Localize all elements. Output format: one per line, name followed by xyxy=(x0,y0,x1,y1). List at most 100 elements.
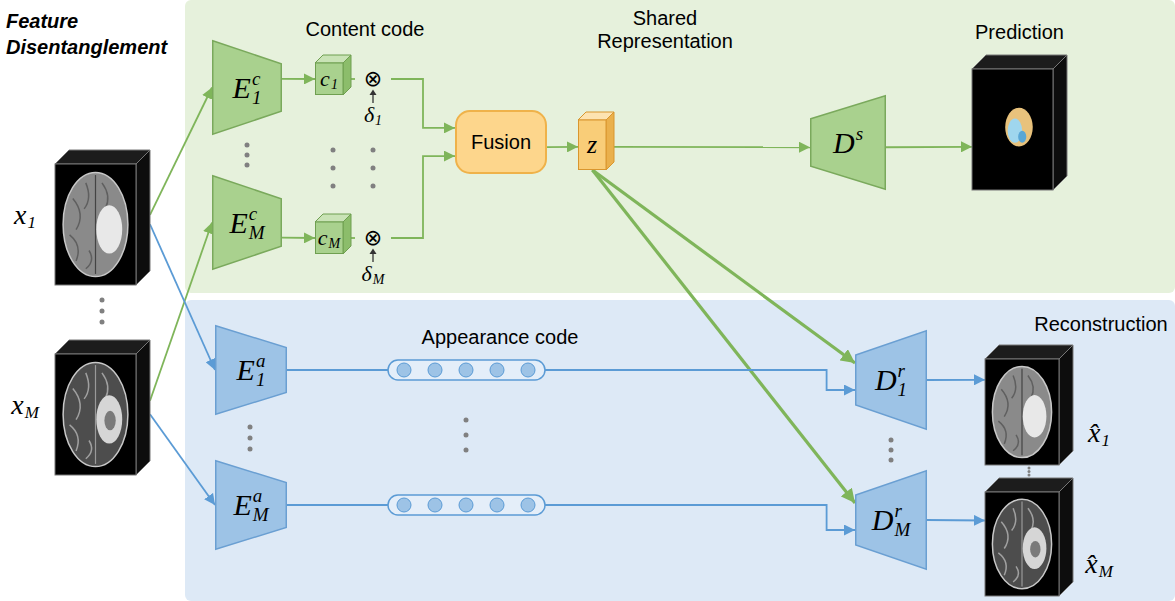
cube-front xyxy=(985,492,1059,596)
cube-front xyxy=(55,164,136,285)
brain-fold xyxy=(1012,376,1016,399)
subscript: M xyxy=(249,223,265,242)
content-code: c1 xyxy=(315,55,351,95)
text-slot: cM xyxy=(315,222,343,254)
brain-fold xyxy=(1013,566,1018,582)
script-stack: 1 xyxy=(1101,432,1110,449)
dot xyxy=(248,425,253,430)
cube-front xyxy=(972,69,1053,190)
text-slot: Appearance code xyxy=(415,324,585,350)
math-symbol: E xyxy=(237,355,255,385)
encoder-trapezoid xyxy=(213,41,282,135)
cube-front xyxy=(316,63,344,95)
cube-side xyxy=(136,150,150,285)
brain-fold xyxy=(73,388,80,419)
script-stack: 1 xyxy=(27,214,36,231)
brain-slice xyxy=(63,172,128,276)
cube-side xyxy=(343,214,351,254)
node-label: Prediction xyxy=(975,21,1064,44)
text-slot: z xyxy=(578,120,606,170)
superscript: a xyxy=(256,351,266,370)
brain-fold xyxy=(102,183,108,209)
superscript: c xyxy=(252,69,260,88)
brain-midline xyxy=(1021,369,1022,456)
shared-code: z xyxy=(578,112,614,170)
brain-fold xyxy=(1028,508,1033,530)
text-slot: Ds xyxy=(810,95,886,190)
dot xyxy=(245,163,250,168)
text-slot: x̂M xyxy=(1077,544,1121,584)
text-slot: x1 xyxy=(3,195,47,235)
vector-cell xyxy=(459,363,473,377)
script-stack: s xyxy=(856,124,863,143)
appearance-code-vector xyxy=(388,495,545,515)
text-slot: Prediction xyxy=(952,19,1087,45)
rounded-box xyxy=(456,111,546,173)
subscript: M xyxy=(1099,563,1113,580)
content-flow-arrow xyxy=(351,237,355,239)
brain-fold xyxy=(70,235,79,261)
node-outline xyxy=(55,340,150,475)
node-label: Content code xyxy=(306,18,425,41)
reconstruction-decoder: DrM xyxy=(855,470,927,570)
vector-cell xyxy=(490,363,504,377)
brain-midline xyxy=(1021,502,1022,587)
subscript: M xyxy=(253,505,269,524)
math-symbol: δ xyxy=(362,263,372,285)
vector-cell xyxy=(459,498,473,512)
brain-fold xyxy=(86,251,92,269)
math-label: EcM xyxy=(229,204,264,242)
vector-cell xyxy=(397,363,411,377)
node-label: Reconstruction xyxy=(1034,313,1167,336)
math-symbol: z xyxy=(587,132,597,158)
superscript: s xyxy=(856,124,863,143)
content-code: cM xyxy=(315,214,351,254)
math-symbol: x̂ xyxy=(1085,550,1097,578)
superscript: a xyxy=(253,486,263,505)
tumor-region xyxy=(96,205,122,253)
panel-band xyxy=(185,0,1175,293)
text-slot: EcM xyxy=(212,175,282,270)
vector-cell xyxy=(397,498,411,512)
dot xyxy=(464,448,469,453)
dot xyxy=(1028,474,1031,477)
dot xyxy=(464,433,469,438)
tumor-region xyxy=(1023,395,1047,437)
text-slot: EaM xyxy=(215,460,287,550)
brain-fold xyxy=(70,425,79,451)
math-label: c1 xyxy=(320,66,338,93)
script-stack: rM xyxy=(894,501,910,539)
dot xyxy=(331,184,336,189)
subscript: M xyxy=(25,404,39,421)
arrow-head xyxy=(370,90,377,96)
math-symbol: D xyxy=(833,128,855,158)
math-symbol: E xyxy=(229,208,247,238)
operator-symbol: ⊗ xyxy=(364,227,382,249)
math-label: Ds xyxy=(833,124,863,160)
input-scan: x1 xyxy=(55,150,150,285)
script-stack: cM xyxy=(249,204,265,242)
text-slot: δ1 xyxy=(355,103,391,127)
math-label: cM xyxy=(318,225,340,252)
script-stack: M xyxy=(373,273,385,287)
content-flow-arrow xyxy=(282,78,315,80)
tumor-enhancing xyxy=(1018,131,1026,143)
text-slot: Fusion xyxy=(455,110,547,174)
cube-top xyxy=(985,478,1073,492)
subscript: 1 xyxy=(898,380,908,399)
encoder-trapezoid xyxy=(216,461,287,550)
encoder-trapezoid xyxy=(213,176,282,270)
cube-top xyxy=(972,55,1067,69)
text-slot: δM xyxy=(355,262,391,286)
node-label: Shared Representation xyxy=(580,7,750,53)
dot xyxy=(331,148,336,153)
subscript: 1 xyxy=(27,214,36,231)
brain-fold xyxy=(84,183,89,209)
cube-front xyxy=(579,120,607,170)
brain-fold xyxy=(1012,508,1016,530)
text-slot: Dr1 xyxy=(855,330,927,430)
text-slot: Reconstruction xyxy=(1033,312,1169,336)
math-label: xM xyxy=(11,389,39,421)
input-scan: xM xyxy=(55,340,150,475)
